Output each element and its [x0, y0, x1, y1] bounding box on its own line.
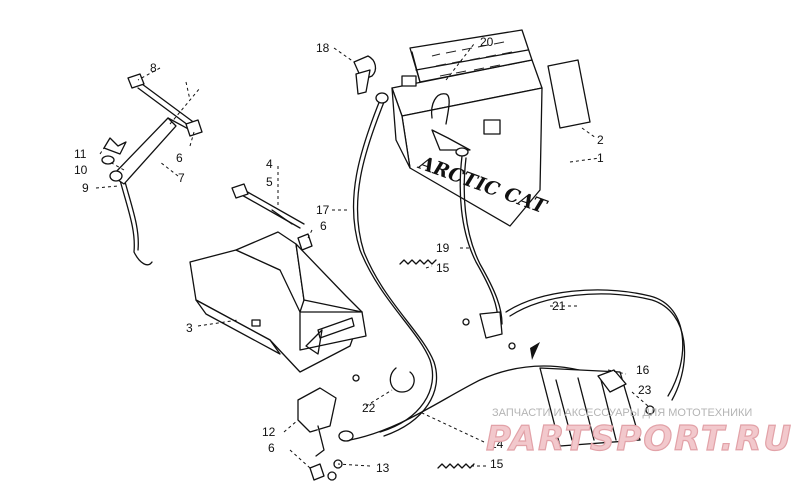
callout-23: 23: [638, 383, 652, 397]
callout-16: 16: [636, 363, 650, 377]
callout-8: 8: [150, 61, 157, 75]
callout-6-middle: 6: [320, 219, 327, 233]
washer-10: [101, 155, 115, 165]
callout-2: 2: [597, 133, 604, 147]
watermark-caption: ЗАПЧАСТИ И АКСЕССУАРЫ ДЛЯ МОТОТЕХНИКИ: [492, 407, 752, 419]
negative-cable: [352, 99, 434, 433]
callout-15-lower: 15: [490, 457, 504, 471]
callout-17: 17: [316, 203, 330, 217]
callout-1: 1: [597, 151, 604, 165]
callout-10: 10: [74, 163, 88, 177]
callout-14: 14: [490, 437, 504, 451]
nut-6-top: [185, 119, 203, 137]
arrow-marker: [530, 342, 540, 360]
cable-tie: [389, 367, 415, 393]
callout-4: 4: [266, 157, 273, 171]
wing-nut-11: [103, 137, 127, 155]
nut-13b: [327, 471, 337, 481]
callout-labels: 1 2 3 4 5 6 6 6 7 8 9 10 11 12 13 14 15 …: [74, 35, 652, 475]
callout-18: 18: [316, 41, 330, 55]
boot-16: [597, 369, 627, 393]
battery: ARCTIC CAT: [391, 29, 551, 227]
callout-22: 22: [362, 401, 376, 415]
screw-4: [231, 183, 305, 229]
watermark-logo: PARTSPORT.RU: [486, 419, 793, 459]
spring-15-upper: [399, 259, 437, 265]
screw-8: [127, 73, 197, 129]
callout-6-top: 6: [176, 151, 183, 165]
callout-6-bottom: 6: [268, 441, 275, 455]
cable-terminal: [479, 311, 503, 339]
positive-cable: [459, 155, 499, 323]
callout-11: 11: [74, 147, 87, 161]
nut-23: [645, 405, 655, 415]
cable-eyelet-bottom: [338, 430, 354, 442]
spring-15-lower: [437, 463, 475, 469]
callout-9: 9: [82, 181, 89, 195]
stud-5: [271, 209, 293, 225]
terminal-boot: [353, 55, 377, 95]
starter-cable: [505, 289, 684, 397]
battery-pad: [547, 59, 591, 129]
callout-15-upper: 15: [436, 261, 450, 275]
relay: [297, 387, 337, 457]
battery-bracket: [189, 231, 367, 373]
terminal-cable: [430, 93, 450, 125]
watermark: ЗАПЧАСТИ И АКСЕССУАРЫ ДЛЯ МОТОТЕХНИКИ PA…: [485, 407, 793, 460]
callout-19: 19: [436, 241, 450, 255]
leader-lines: [95, 43, 649, 469]
terminal-eyelet: [455, 147, 469, 157]
callout-20: 20: [480, 35, 494, 49]
callout-13: 13: [376, 461, 390, 475]
rod-9: [119, 179, 153, 266]
callout-12: 12: [262, 425, 276, 439]
callout-5: 5: [266, 175, 273, 189]
callout-3: 3: [186, 321, 193, 335]
cable-eyelet-top: [375, 92, 389, 104]
callout-7: 7: [178, 171, 185, 185]
callout-21: 21: [552, 299, 566, 313]
nut-6-bottom: [309, 463, 325, 481]
wire-14: [349, 365, 601, 441]
